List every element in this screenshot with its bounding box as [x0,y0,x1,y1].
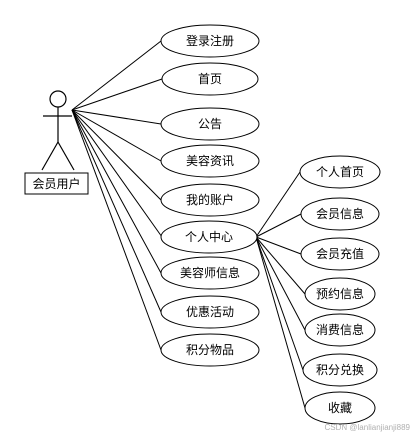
use-case-beauty-news[interactable]: 美容资讯 [160,144,260,178]
use-case-member-recharge[interactable]: 会员充值 [300,237,380,271]
line-promotions [71,109,162,313]
use-case-my-account[interactable]: 我的账户 [160,183,260,217]
line-points-exchange [255,236,304,371]
use-case-notice[interactable]: 公告 [160,107,260,141]
line-home [71,78,163,111]
use-case-label: 优惠活动 [186,305,234,319]
line-beauty-news [71,109,162,162]
line-consumption-info [255,236,306,331]
use-case-label: 美容资讯 [186,153,234,168]
line-member-recharge [255,236,302,255]
line-member-info [255,213,302,238]
use-case-label: 会员充值 [316,246,364,261]
line-notice [71,109,162,125]
line-my-account [71,109,162,201]
actor-association-lines [71,40,163,351]
use-case-points-exchange[interactable]: 积分兑换 [302,353,378,387]
line-login [71,40,162,111]
use-case-label: 会员信息 [316,206,364,221]
use-case-label: 积分物品 [186,343,234,357]
use-case-personal-center[interactable]: 个人中心 [160,220,258,254]
actor-label: 会员用户 [32,176,80,191]
use-case-label: 美容师信息 [180,265,240,280]
use-case-label: 积分兑换 [316,363,364,377]
personal-center-lines [255,171,306,409]
line-personal-home [255,171,301,238]
use-case-booking-info[interactable]: 预约信息 [304,277,376,311]
primary-use-cases: 登录注册 首页 公告 美容资讯 我的账户 个人中心 美容师信息 优惠活动 [160,24,260,367]
use-case-label: 首页 [198,72,222,86]
actor-figure [41,90,75,171]
watermark: CSDN @lanlianjianji889 [325,423,411,432]
use-case-login[interactable]: 登录注册 [160,24,260,58]
use-case-beautician-info[interactable]: 美容师信息 [160,256,260,290]
line-personal-center [71,109,163,238]
use-case-label: 我的账户 [186,192,234,207]
line-points-goods [71,109,162,351]
use-case-label: 公告 [198,117,222,131]
line-booking-info [255,236,306,295]
actor-head [49,90,67,108]
line-beautician-info [71,109,162,274]
use-case-label: 消费信息 [316,322,364,337]
actor-label-box [24,172,89,195]
use-case-promotions[interactable]: 优惠活动 [160,295,260,329]
line-favorites [255,236,306,409]
use-case-home[interactable]: 首页 [161,62,259,96]
personal-center-use-cases: 个人首页 会员信息 会员充值 预约信息 消费信息 积分兑换 收藏 [299,155,381,425]
use-case-points-goods[interactable]: 积分物品 [160,333,260,367]
use-case-personal-home[interactable]: 个人首页 [299,155,381,189]
use-case-label: 个人首页 [316,165,364,179]
actor-right-leg [57,141,75,171]
use-case-label: 预约信息 [316,286,364,301]
use-case-label: 收藏 [328,401,352,415]
use-case-member-info[interactable]: 会员信息 [300,197,380,231]
use-case-consumption-info[interactable]: 消费信息 [304,313,376,347]
actor-left-leg [41,141,59,171]
use-case-label: 登录注册 [186,33,234,48]
use-case-favorites[interactable]: 收藏 [304,391,376,425]
use-case-label: 个人中心 [185,229,233,244]
